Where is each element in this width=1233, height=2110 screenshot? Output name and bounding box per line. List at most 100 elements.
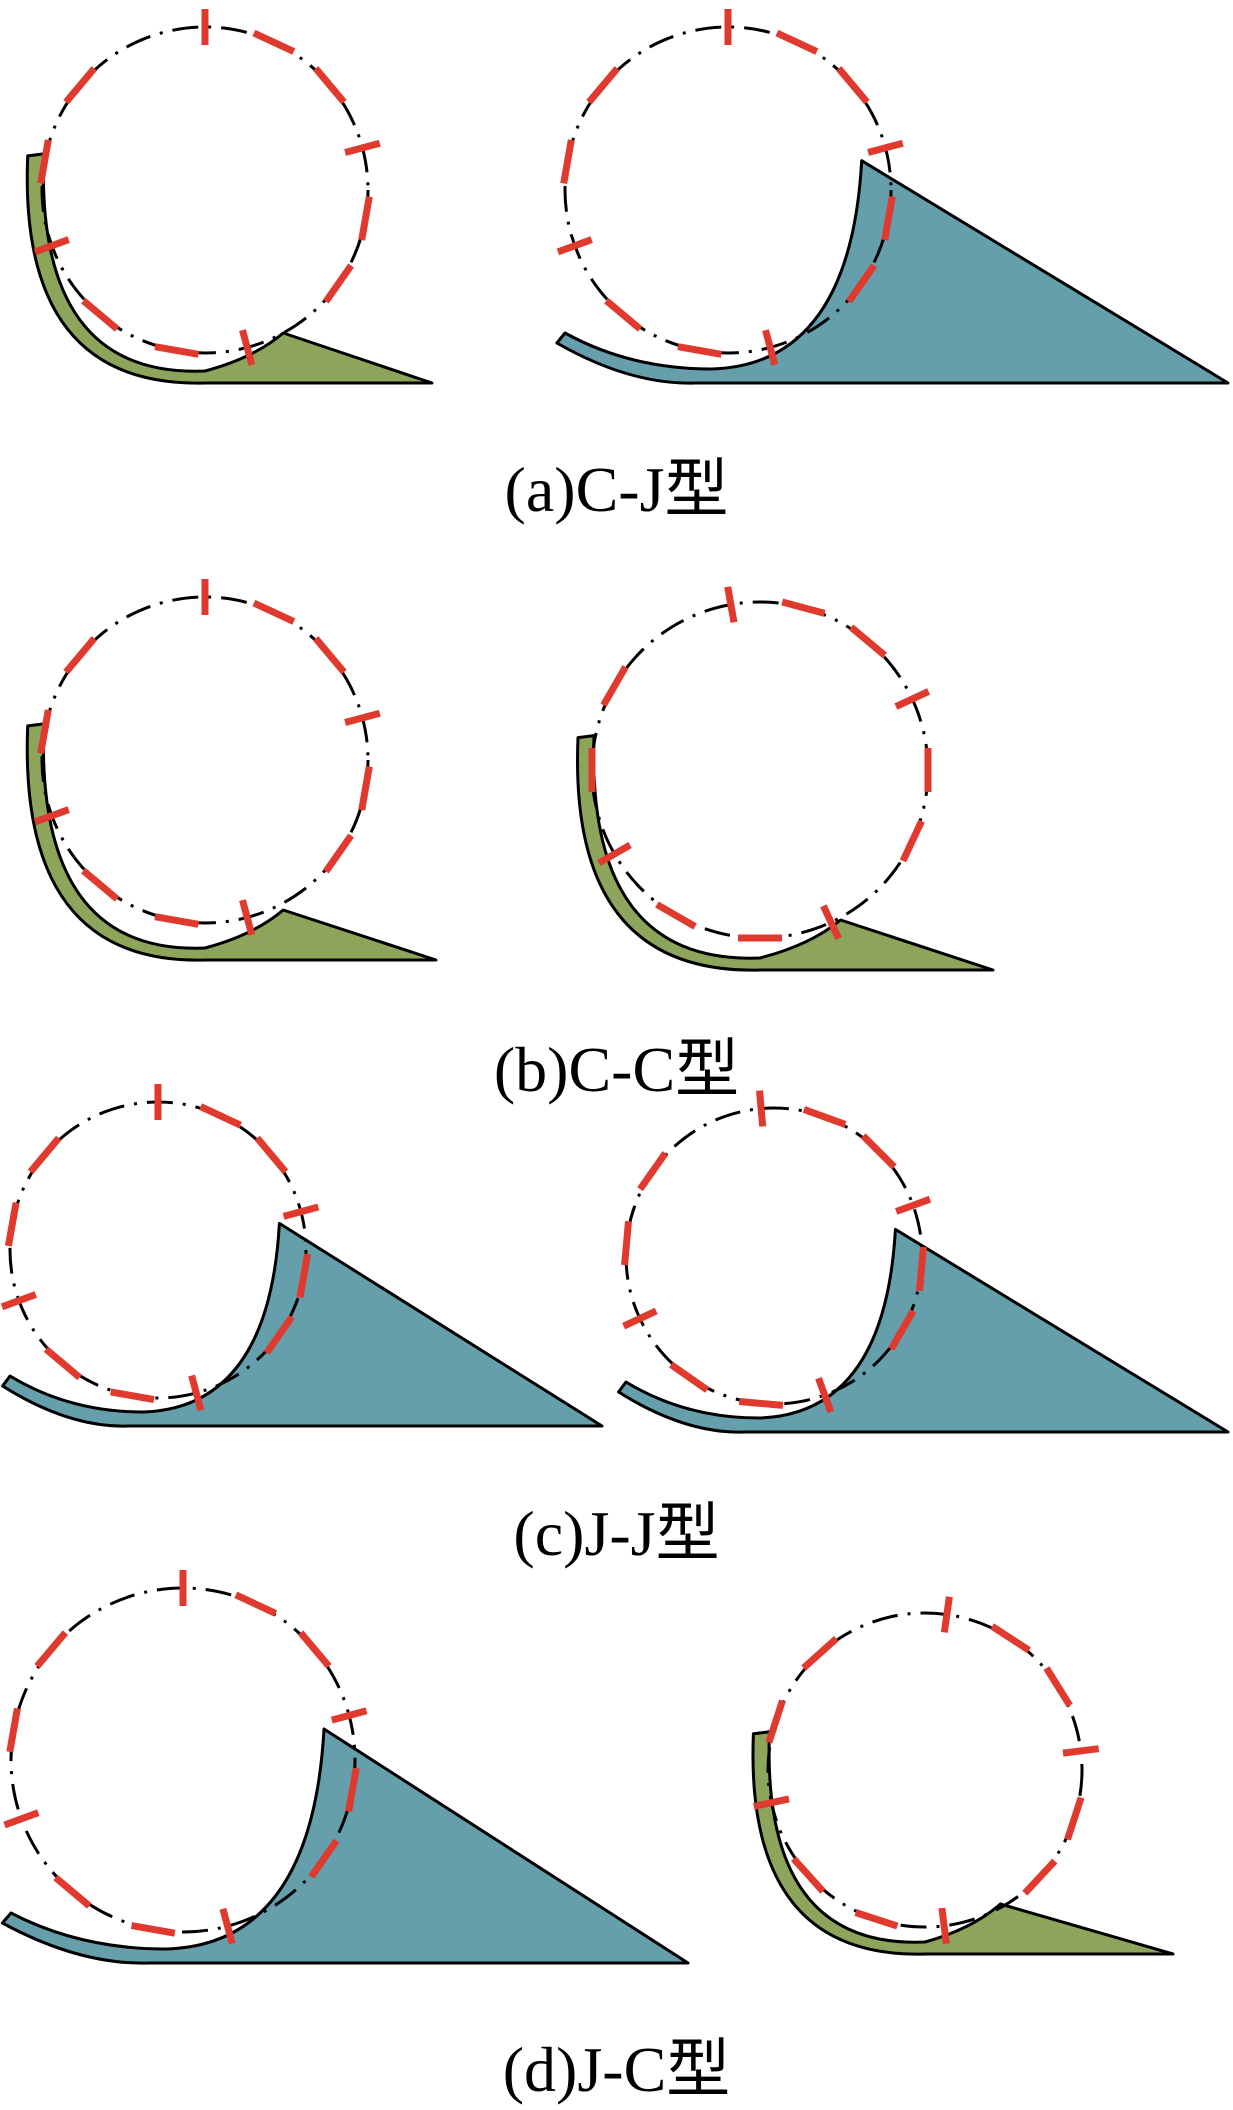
shield-mark (27, 1135, 62, 1174)
seal-j-shape (0, 1727, 690, 1965)
shield-mark (724, 586, 738, 623)
panel-b-left (25, 579, 438, 962)
shield-mark (345, 1767, 360, 1813)
shield-mark (344, 709, 381, 726)
shield-mark (282, 1203, 320, 1220)
seal-j-shape (555, 159, 1230, 385)
shield-mark (669, 1361, 710, 1393)
shield-mark (0, 1291, 37, 1311)
caption-c: (c)J-J型 (513, 1498, 720, 1569)
shield-mark (848, 624, 888, 659)
shield-mark (130, 1922, 176, 1937)
seal-j-shape (1, 1221, 604, 1428)
shield-mark (753, 1795, 790, 1810)
shield-mark (4, 1201, 20, 1247)
caption-b: (b)C-C型 (493, 1034, 740, 1105)
shield-mark (815, 1377, 835, 1414)
shield-mark (296, 1253, 312, 1299)
shield-mark (63, 66, 97, 105)
shield-mark (358, 765, 373, 811)
shield-mark (604, 298, 643, 332)
shield-mark (344, 139, 381, 156)
shield-mark (81, 298, 120, 332)
shield-mark (762, 329, 779, 366)
seal-c-shape (575, 734, 995, 972)
shield-mark (154, 343, 200, 358)
shield-mark (1064, 1796, 1085, 1841)
shield-mark (894, 688, 931, 710)
shield-mark (1062, 1745, 1100, 1757)
shield-mark (775, 29, 819, 55)
brush-circle (40, 595, 370, 925)
shield-mark (43, 1346, 82, 1381)
shield-mark (219, 1907, 236, 1945)
shield-mark (313, 66, 347, 105)
brush-circle (766, 1611, 1084, 1929)
shield-mark (801, 1635, 839, 1671)
shield-mark (330, 1707, 368, 1724)
shield-mark (888, 1309, 917, 1351)
shield-mark (37, 139, 52, 185)
shield-mark (109, 1388, 155, 1404)
shield-mark (820, 904, 842, 941)
shield-mark (738, 1398, 784, 1409)
shield-mark (560, 139, 575, 185)
shield-mark (297, 1630, 332, 1669)
shield-mark (899, 819, 925, 863)
shield-mark (756, 1090, 767, 1127)
shield-mark (556, 236, 593, 256)
shield-mark (254, 1135, 289, 1174)
brush-circle (9, 1586, 357, 1934)
shield-mark (867, 139, 904, 156)
seal-c-shape (25, 722, 438, 962)
shield-mark (597, 841, 632, 867)
shield-mark (81, 868, 120, 902)
shield-mark (63, 636, 97, 675)
shield-mark (234, 1591, 278, 1617)
shield-mark (677, 343, 723, 358)
shield-mark (622, 1307, 658, 1330)
shield-mark (846, 263, 877, 304)
shield-mark (895, 1195, 932, 1215)
shield-mark (252, 29, 296, 55)
brush-circle (40, 25, 370, 355)
seal-c-shape (25, 152, 434, 385)
shield-mark (199, 1103, 242, 1129)
seal-c-shape (751, 1730, 1175, 1956)
shield-mark (1043, 1666, 1073, 1708)
shield-mark (1022, 1858, 1058, 1896)
shield-mark (263, 1314, 295, 1355)
shield-mark (655, 901, 697, 930)
caption-a: (a)C-J型 (504, 454, 729, 525)
shield-mark (358, 195, 373, 241)
panel-a-right (555, 9, 1230, 385)
shield-mark (621, 1220, 632, 1266)
shield-mark (6, 1707, 21, 1753)
shield-mark (860, 1133, 897, 1170)
panel-c-left (0, 1084, 604, 1428)
shield-mark (637, 1151, 669, 1192)
shield-mark (790, 1856, 826, 1894)
shield-mark (600, 665, 629, 707)
shield-mark (33, 236, 70, 256)
shield-mark (308, 1838, 340, 1879)
panel-d-left (0, 1570, 690, 1965)
shield-mark (154, 913, 200, 928)
shield-mark (781, 598, 826, 617)
shield-mark (881, 195, 896, 241)
shield-mark (239, 329, 256, 366)
shield-mark (53, 1874, 92, 1909)
shield-mark (990, 1623, 1031, 1654)
seal-j-shape (617, 1227, 1230, 1434)
shield-mark (323, 263, 354, 304)
shield-mark (188, 1374, 205, 1412)
panel-a-left (25, 9, 434, 385)
brush-circle (563, 25, 893, 355)
panels-group (0, 9, 1230, 1965)
shield-mark (854, 1909, 899, 1930)
shield-mark (252, 599, 296, 625)
shield-mark (765, 1699, 786, 1744)
shield-mark (323, 833, 354, 874)
shield-mark (940, 1596, 953, 1633)
